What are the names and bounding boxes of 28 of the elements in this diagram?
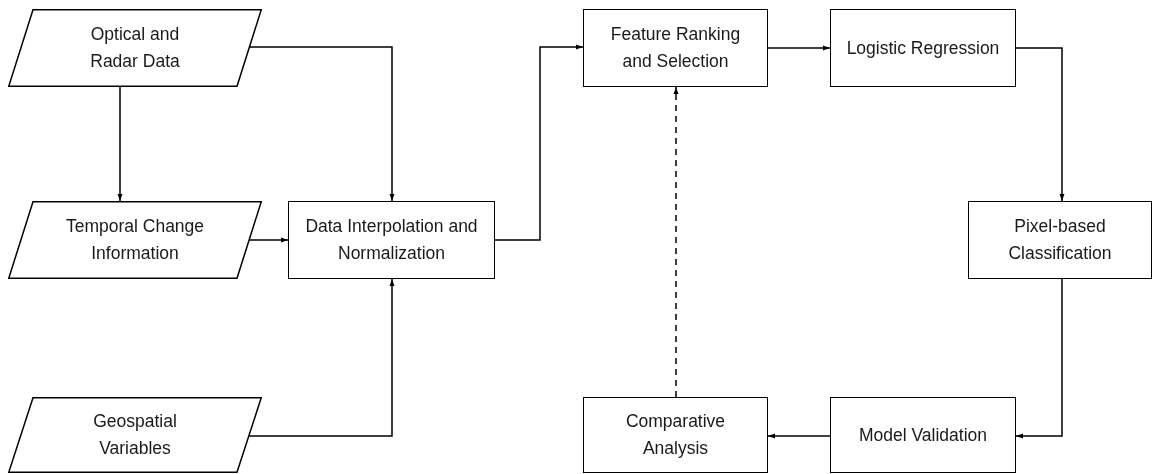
- arrow: [767, 45, 831, 51]
- arrow: [248, 278, 395, 437]
- arrow: [1015, 278, 1063, 439]
- data-parallelogram: [8, 201, 262, 279]
- node-label: Model Validation: [858, 423, 988, 447]
- arrow: [117, 86, 123, 202]
- process-box: [583, 9, 768, 87]
- data-parallelogram: [8, 9, 262, 87]
- arrow: [249, 46, 395, 202]
- node-label: Logistic Regression: [846, 36, 1000, 60]
- arrow: [494, 44, 584, 241]
- arrow: [673, 86, 679, 398]
- node-label: Comparative Analysis: [624, 410, 727, 460]
- arrow: [767, 433, 831, 439]
- arrow: [248, 237, 289, 243]
- process-box: [968, 201, 1152, 279]
- process-box: [583, 397, 768, 473]
- node-label: Temporal Change Information: [64, 215, 206, 265]
- arrow: [1015, 47, 1065, 202]
- node-label: Pixel-based Classification: [1007, 215, 1113, 265]
- node-label: Geospatial Variables: [92, 410, 178, 460]
- node-label: Optical and Radar Data: [89, 23, 181, 73]
- process-box: [288, 201, 495, 279]
- data-parallelogram: [8, 397, 262, 473]
- node-label: Feature Ranking and Selection: [609, 23, 742, 73]
- node-label: Data Interpolation and Normalization: [304, 215, 479, 265]
- process-box: [830, 397, 1016, 473]
- process-box: [830, 9, 1016, 87]
